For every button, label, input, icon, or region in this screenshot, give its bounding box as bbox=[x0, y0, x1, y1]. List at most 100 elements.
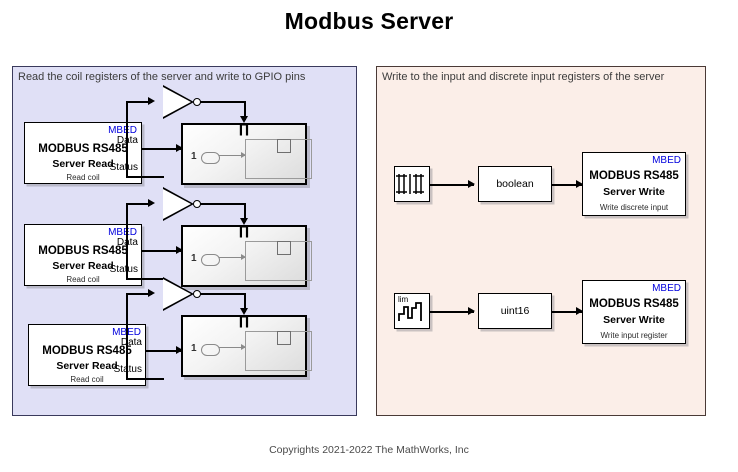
block-title-line1: MODBUS RS485 bbox=[42, 345, 132, 357]
subsystem-inport-oval-icon bbox=[201, 152, 220, 164]
wire-r2-src-conv bbox=[430, 311, 474, 313]
block-title-line1: MODBUS RS485 bbox=[38, 143, 128, 155]
modbus-server-write-block-discrete[interactable]: MBED MODBUS RS485 Server Write Write dis… bbox=[582, 152, 686, 216]
modbus-server-write-block-input-register[interactable]: MBED MODBUS RS485 Server Write Write inp… bbox=[582, 280, 686, 344]
block-subtitle: Write input register bbox=[600, 331, 668, 340]
wire-trig-3a bbox=[200, 293, 246, 295]
block-title-line2: Server Write bbox=[603, 186, 665, 198]
block-title-line1: MODBUS RS485 bbox=[38, 245, 128, 257]
wire-arrow-trig-3 bbox=[240, 308, 248, 315]
repeating-sequence-stair-block[interactable]: lim bbox=[394, 293, 430, 329]
wire-status-1b bbox=[126, 101, 128, 177]
left-panel-caption: Read the coil registers of the server an… bbox=[18, 71, 306, 83]
modbus-server-read-block[interactable]: MBED MODBUS RS485 Server Read Read coil … bbox=[28, 324, 146, 386]
wire-status-1d bbox=[126, 101, 152, 103]
out-port-label-status: Status bbox=[109, 162, 138, 173]
out-port-label-data: Data bbox=[120, 337, 142, 348]
data-type-conversion-uint16[interactable]: uint16 bbox=[478, 293, 552, 329]
wire-arrow-not-3 bbox=[148, 289, 155, 297]
wire-arrow-trig-2 bbox=[240, 218, 248, 225]
wire-arrow-r1-conv bbox=[468, 180, 475, 188]
right-panel-caption: Write to the input and discrete input re… bbox=[382, 71, 665, 83]
data-type-conversion-boolean[interactable]: boolean bbox=[478, 166, 552, 202]
block-subtitle: Read coil bbox=[70, 375, 104, 384]
block-title-line2: Server Read bbox=[56, 360, 118, 372]
wire-trig-1a bbox=[200, 101, 246, 103]
pulse-generator-icon bbox=[396, 174, 424, 194]
trigger-port-icon: ∏ bbox=[238, 224, 250, 239]
wire-arrow-data-3 bbox=[176, 346, 183, 354]
wire-arrow-data-1 bbox=[176, 144, 183, 152]
trigger-port-icon: ∏ bbox=[238, 122, 250, 137]
subsystem-outport-square-icon bbox=[277, 139, 291, 153]
wire-r1-src-conv bbox=[430, 184, 474, 186]
annotation-panel-write-registers: Write to the input and discrete input re… bbox=[376, 66, 706, 416]
trigger-port-icon: ∏ bbox=[238, 314, 250, 329]
wire-arrow-trig-1 bbox=[240, 116, 248, 123]
wire-status-1c bbox=[126, 176, 164, 178]
mbed-vendor-label: MBED bbox=[108, 125, 137, 136]
wire-status-2c bbox=[126, 278, 164, 280]
block-title-line2: Server Read bbox=[52, 260, 114, 272]
wire-arrow-r2-write bbox=[576, 307, 583, 315]
subsystem-in-port-label: 1 bbox=[191, 343, 197, 354]
wire-data-3 bbox=[146, 350, 182, 352]
wire-arrow-r1-write bbox=[576, 180, 583, 188]
block-subtitle: Read coil bbox=[66, 173, 100, 182]
wire-arrow-data-2 bbox=[176, 246, 183, 254]
modbus-server-read-block[interactable]: MBED MODBUS RS485 Server Read Read coil … bbox=[24, 122, 142, 184]
not-triangle-fill bbox=[163, 188, 191, 219]
triggered-subsystem-gpio-write-1[interactable]: ∏ 1 bbox=[181, 122, 312, 185]
wire-arrow-r2-conv bbox=[468, 307, 475, 315]
wire-trig-1b bbox=[244, 101, 246, 120]
wire-trig-2b bbox=[244, 203, 246, 222]
pulse-generator-block[interactable] bbox=[394, 166, 430, 202]
wire-r1-conv-write bbox=[552, 184, 582, 186]
out-port-label-status: Status bbox=[109, 264, 138, 275]
out-port-label-status: Status bbox=[113, 364, 142, 375]
block-title-line1: MODBUS RS485 bbox=[589, 298, 679, 310]
mbed-vendor-label: MBED bbox=[108, 227, 137, 238]
logical-not-gate-3[interactable] bbox=[163, 277, 201, 311]
page-title: Modbus Server bbox=[284, 8, 454, 34]
triggered-subsystem-gpio-write-2[interactable]: ∏ 1 bbox=[181, 224, 312, 287]
block-subtitle: Write discrete input bbox=[599, 203, 669, 212]
wire-arrow-not-2 bbox=[148, 199, 155, 207]
not-triangle-fill bbox=[163, 278, 191, 309]
copyright-notice: Copyrights 2021-2022 The MathWorks, Inc bbox=[269, 444, 469, 456]
source-lim-label: lim bbox=[398, 295, 409, 304]
subsystem-inport-oval-icon bbox=[201, 344, 220, 356]
subsystem-in-port-label: 1 bbox=[191, 151, 197, 162]
not-triangle-fill bbox=[163, 86, 191, 117]
block-title-line2: Server Write bbox=[603, 314, 665, 326]
block-title-line1: MODBUS RS485 bbox=[589, 170, 679, 182]
subsystem-inner-wire bbox=[219, 151, 246, 160]
mbed-vendor-label: MBED bbox=[652, 283, 681, 294]
subsystem-inner-wire bbox=[219, 253, 246, 262]
subsystem-outport-square-icon bbox=[277, 331, 291, 345]
repeating-sequence-stair-icon bbox=[398, 302, 422, 321]
mbed-vendor-label: MBED bbox=[652, 155, 681, 166]
wire-data-2 bbox=[142, 250, 182, 252]
wire-trig-2a bbox=[200, 203, 246, 205]
modbus-server-read-block[interactable]: MBED MODBUS RS485 Server Read Read coil … bbox=[24, 224, 142, 286]
wire-arrow-not-1 bbox=[148, 97, 155, 105]
converter-label: boolean bbox=[496, 178, 534, 190]
logical-not-gate-2[interactable] bbox=[163, 187, 201, 221]
subsystem-in-port-label: 1 bbox=[191, 253, 197, 264]
subsystem-inner-wire bbox=[219, 343, 246, 352]
block-title-line2: Server Read bbox=[52, 158, 114, 170]
wire-status-3d bbox=[126, 293, 152, 295]
subsystem-outport-square-icon bbox=[277, 241, 291, 255]
triggered-subsystem-gpio-write-3[interactable]: ∏ 1 bbox=[181, 314, 312, 377]
logical-not-gate-1[interactable] bbox=[163, 85, 201, 119]
subsystem-inport-oval-icon bbox=[201, 254, 220, 266]
wire-status-3b bbox=[126, 293, 128, 379]
wire-status-2b bbox=[126, 203, 128, 279]
wire-status-2d bbox=[126, 203, 152, 205]
converter-label: uint16 bbox=[500, 305, 530, 317]
block-subtitle: Read coil bbox=[66, 275, 100, 284]
wire-status-3c bbox=[126, 378, 164, 380]
wire-r2-conv-write bbox=[552, 311, 582, 313]
